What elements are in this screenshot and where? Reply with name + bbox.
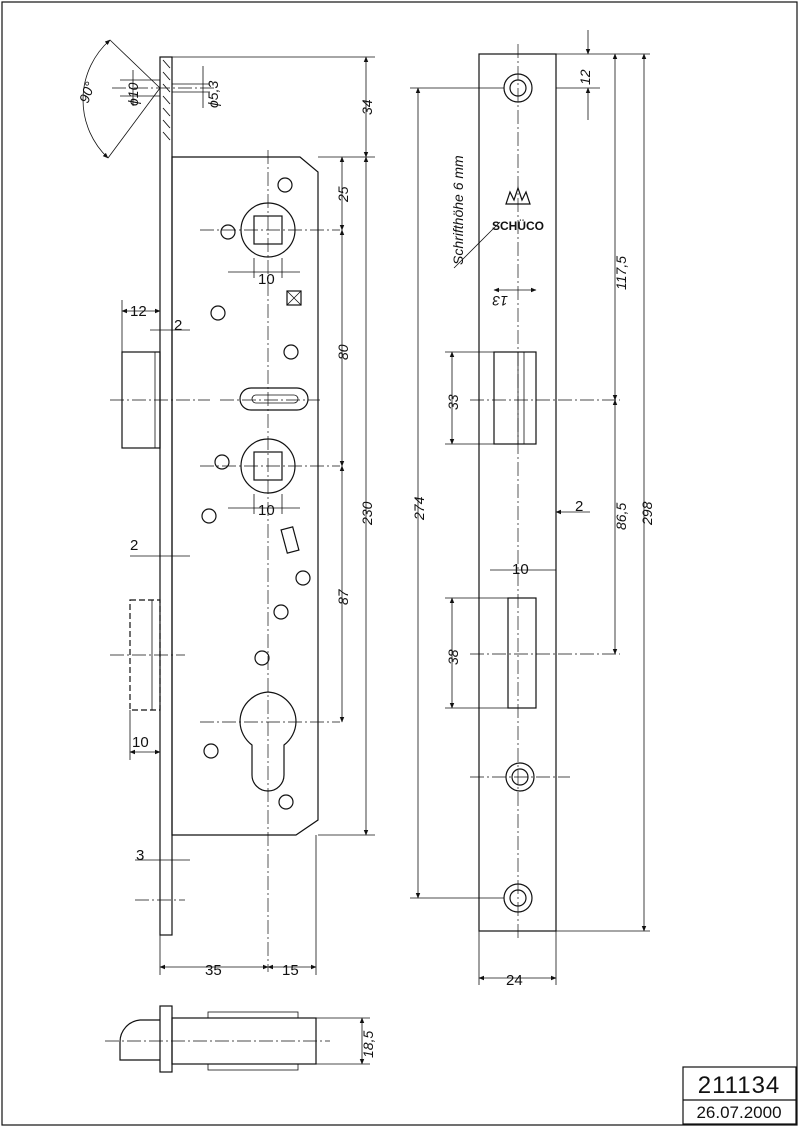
slot: [239, 387, 309, 411]
dim-15: 15: [282, 962, 299, 979]
dim-25: 25: [335, 186, 351, 203]
lock-side-view: [82, 39, 375, 975]
dim-35: 35: [205, 962, 222, 979]
dim-18-5: 18,5: [360, 1031, 376, 1058]
faceplate-view: SCHÜCO Schrifthöhe 6 mm: [410, 30, 650, 985]
dim-274: 274: [411, 496, 427, 521]
dim-38: 38: [445, 649, 461, 665]
dim-298: 298: [639, 501, 655, 526]
title-block: 211134 26.07.2000: [682, 1066, 797, 1125]
dim-12-right: 12: [577, 69, 593, 85]
dim-10-top: 10: [258, 271, 275, 288]
dim-10-right: 10: [512, 561, 529, 578]
lock-top-view: [105, 1005, 370, 1073]
dim-10-left: 10: [132, 734, 149, 751]
dim-24: 24: [506, 972, 523, 989]
dim-34: 34: [359, 99, 375, 115]
dim-bore-10: ϕ10: [125, 82, 141, 106]
small-square: [286, 290, 302, 306]
dim-angle: 90°: [76, 79, 98, 105]
dim-33: 33: [445, 394, 461, 410]
faceplate-outline: [478, 53, 557, 932]
dim-13: 13: [492, 293, 508, 309]
dim-bore-5-3: ϕ5,3: [205, 81, 221, 108]
drawing-date: 26.07.2000: [696, 1103, 781, 1122]
dim-230: 230: [359, 501, 375, 526]
dim-3: 3: [136, 847, 144, 864]
small-hole: [283, 344, 299, 360]
bolt-opening: [507, 597, 537, 709]
dimension-labels: 90° ϕ10 ϕ5,3 34 25 10 80 10 230 87 12 2 …: [76, 69, 655, 1058]
screws: [201, 177, 311, 810]
latch-opening: [493, 351, 537, 445]
dim-86-5: 86,5: [613, 503, 629, 530]
dim-2-lower: 2: [130, 537, 138, 554]
forend-plate: [159, 56, 173, 936]
article-number: 211134: [698, 1072, 781, 1099]
dim-2-right: 2: [575, 498, 583, 515]
forend-section-hatch: [162, 59, 171, 141]
crown-icon: [505, 186, 531, 205]
lock-case: [171, 156, 319, 836]
dim-2-upper: 2: [174, 317, 182, 334]
dim-10-mid: 10: [258, 502, 275, 519]
dim-117-5: 117,5: [613, 256, 629, 290]
lettering-note: Schrifthöhe 6 mm: [450, 155, 466, 265]
dim-12-left: 12: [130, 303, 147, 320]
dim-80: 80: [335, 344, 351, 360]
brand-logo: SCHÜCO: [492, 218, 544, 233]
small-pin: [280, 526, 300, 554]
dim-87: 87: [335, 588, 351, 605]
